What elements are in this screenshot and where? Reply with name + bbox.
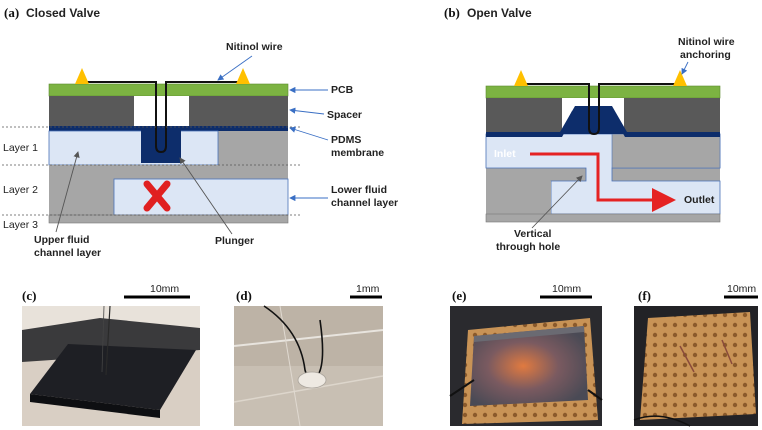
scale-label-e: 10mm — [552, 283, 581, 295]
photo-panel-e: (e) 10mm — [449, 283, 603, 426]
layer-2-label: Layer 2 — [3, 184, 38, 196]
plunger — [141, 129, 181, 163]
upper-channel-pointer — [55, 151, 80, 233]
nitinol-wire — [79, 81, 241, 154]
photo-panel-c: (c) 10mm — [22, 283, 200, 426]
vertical-label-line2: through hole — [496, 241, 560, 253]
spacer-cavity — [134, 96, 189, 126]
anchor-right — [673, 70, 687, 86]
vertical-label-line1: Vertical — [514, 228, 551, 240]
spacer-label: Spacer — [327, 109, 362, 121]
pdms-membrane — [49, 126, 288, 131]
spacer-pointer — [289, 107, 325, 115]
photo-d — [233, 305, 384, 427]
pdms-label-line2: membrane — [331, 147, 384, 159]
photo-d-letter: (d) — [236, 288, 252, 303]
pcb-layer — [48, 83, 289, 97]
anchor-left — [75, 68, 89, 84]
closed-cross-icon — [143, 180, 171, 212]
layer-3 — [48, 214, 289, 224]
panel-b-title: Open Valve — [467, 6, 532, 20]
scale-label-d: 1mm — [356, 283, 380, 295]
pcb-label: PCB — [331, 84, 354, 96]
photo-panel-d: (d) 1mm — [233, 283, 384, 427]
scale-label-f: 10mm — [727, 283, 756, 295]
pcb-layer — [485, 85, 721, 99]
photo-f-letter: (f) — [638, 288, 651, 303]
lower-channel-label-line2: channel layer — [331, 197, 398, 209]
layer-3 — [485, 213, 721, 223]
pdms-pointer — [289, 126, 329, 141]
layer-3-label: Layer 3 — [3, 219, 38, 231]
anchor-right — [236, 68, 250, 84]
panel-a: (a) Closed Valve Layer 1 — [2, 5, 398, 259]
nitinol-wire — [519, 83, 681, 136]
panel-b: (b) Open Valve Inlet Outlet Nitinol wire… — [444, 5, 735, 253]
pdms-label-line1: PDMS — [331, 134, 361, 146]
panel-a-title: Closed Valve — [26, 6, 100, 20]
photo-e-letter: (e) — [452, 288, 466, 303]
lower-channel-label-line1: Lower fluid — [331, 184, 387, 196]
upper-fluid-channel — [48, 130, 219, 166]
upper-channel-label-line1: Upper fluid — [34, 234, 89, 246]
plunger — [560, 111, 626, 134]
outlet-label: Outlet — [684, 194, 715, 206]
anchor-left — [514, 70, 528, 86]
plunger-pointer — [179, 157, 233, 235]
photo-f — [633, 306, 758, 427]
pdms-membrane-raised — [486, 106, 720, 137]
photo-panel-f: (f) 10mm — [633, 283, 758, 427]
upper-channel-label-line2: channel layer — [34, 247, 101, 259]
photo-e — [449, 306, 603, 426]
flow-arrow — [530, 152, 676, 212]
nitinol-wire-label: Nitinol wire — [226, 41, 283, 53]
photo-c-letter: (c) — [22, 288, 36, 303]
layer-2-block — [486, 181, 551, 214]
scale-label-c: 10mm — [150, 283, 179, 295]
layer-1-block — [611, 133, 721, 169]
inlet-label: Inlet — [494, 148, 516, 160]
panel-b-letter: (b) — [444, 5, 460, 20]
vertical-pointer — [531, 175, 583, 229]
anchoring-pointer — [681, 61, 689, 75]
layer-1-label: Layer 1 — [3, 142, 38, 154]
plunger-label: Plunger — [215, 235, 254, 247]
anchoring-label-line1: Nitinol wire — [678, 36, 735, 48]
anchoring-label-line2: anchoring — [680, 49, 731, 61]
photo-c — [22, 305, 200, 426]
nitinol-wire-pointer — [217, 55, 253, 81]
panel-a-letter: (a) — [4, 5, 19, 20]
lower-fluid-channel — [113, 178, 289, 216]
